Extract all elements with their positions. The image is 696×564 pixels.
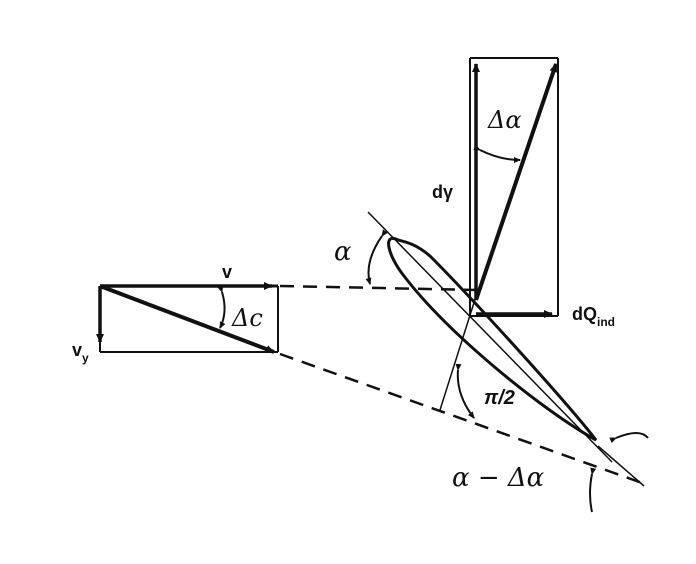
label-delta-c: Δc (231, 304, 263, 332)
label-dq-main: dQ (572, 304, 597, 324)
alpha-minus-delta-alpha-arc-lower (589, 467, 597, 513)
label-dq-ind: dQind (572, 304, 615, 329)
velocity-triangle (96, 282, 279, 354)
chord-line (367, 211, 613, 463)
label-v: v (222, 262, 232, 282)
normal-line (439, 289, 479, 411)
label-vy: vy (72, 340, 89, 365)
label-alpha-minus-delta-alpha: α − Δα (452, 463, 545, 493)
pi-half-angle-arc (455, 363, 475, 419)
label-pi-half: π/2 (484, 387, 515, 409)
force-rectangle (469, 57, 559, 318)
label-delta-alpha: Δα (487, 106, 522, 134)
freestream-dashed-line (279, 284, 479, 292)
alpha-angle-arc (365, 229, 388, 285)
chord-extension (597, 445, 645, 487)
airfoil-profile (387, 236, 598, 442)
alpha-minus-delta-alpha-arc (609, 432, 649, 444)
label-dq-sub: ind (597, 315, 615, 329)
label-alpha: α (334, 237, 352, 267)
resultant-velocity-arrow (99, 284, 275, 354)
delta-alpha-angle-arc (473, 144, 521, 163)
label-vy-sub: y (82, 351, 89, 365)
delta-c-angle-arc (217, 285, 226, 329)
total-force-arrow (474, 63, 558, 301)
label-dgamma: dγ (432, 182, 453, 202)
effective-flow-dashed-line (279, 352, 646, 486)
label-vy-main: v (72, 340, 82, 360)
airfoil (367, 211, 645, 487)
